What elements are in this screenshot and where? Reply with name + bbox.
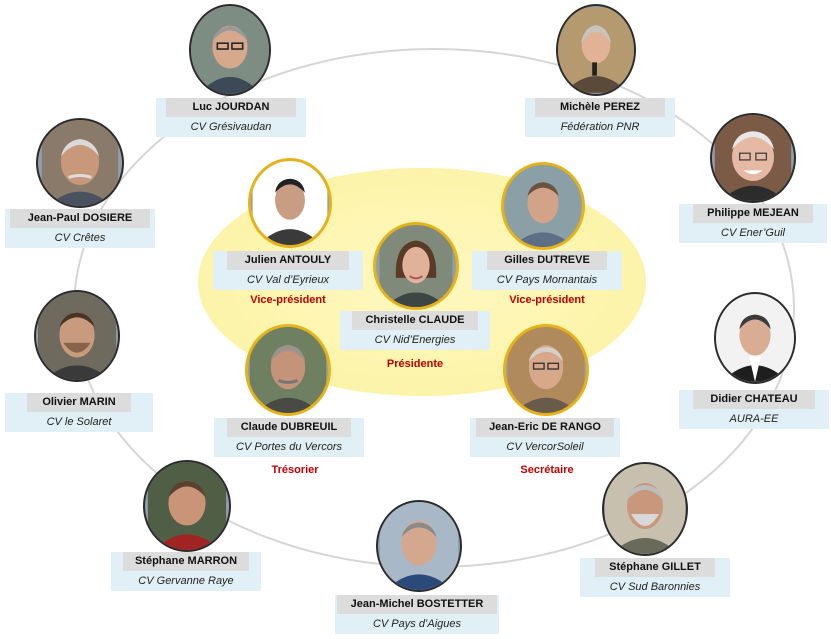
member-org: CV Crêtes (54, 232, 106, 244)
member-org: CV Portes du Vercors (236, 441, 342, 453)
philippe-mejean-photo (710, 113, 796, 203)
member-name: Didier CHATEAU (693, 390, 815, 409)
gilles-dutreve-card: Gilles DUTREVE CV Pays Mornantais (472, 251, 622, 290)
member-org: CV Sud Baronnies (609, 581, 701, 593)
olivier-marin-card: Olivier MARIN CV le Solaret (5, 393, 153, 432)
member-org: CV Grésivaudan (190, 121, 272, 133)
jean-paul-dosiere-photo (36, 118, 124, 208)
person-icon (379, 502, 459, 590)
person-icon (37, 292, 117, 380)
jean-michel-bostetter-photo (376, 500, 462, 592)
person-icon (379, 225, 453, 307)
didier-chateau-photo (714, 292, 796, 384)
luc-jourdan-card: Luc JOURDAN CV Grésivaudan (156, 98, 306, 137)
jean-michel-bostetter-card: Jean-Michel BOSTETTER CV Pays d’Aigues (335, 595, 499, 634)
person-icon (714, 115, 792, 201)
claude-dubreuil-photo (245, 324, 331, 416)
member-org: CV Nid’Energies (374, 334, 456, 346)
stephane-marron-photo (143, 460, 231, 552)
stephane-gillet-photo (602, 462, 688, 556)
member-org: Fédération PNR (560, 121, 640, 133)
gilles-dutreve-photo (501, 162, 585, 250)
jean-eric-de-rango-card: Jean-Eric DE RANGO CV VercorSoleil (470, 418, 620, 457)
christelle-claude-card: Christelle CLAUDE CV Nid’Energies (340, 311, 490, 350)
member-org: CV Ener’Guil (721, 227, 785, 239)
member-name: Olivier MARIN (27, 393, 131, 412)
member-org: CV le Solaret (46, 416, 112, 428)
member-name: Luc JOURDAN (166, 98, 296, 117)
member-org: CV Pays Mornantais (496, 274, 598, 286)
member-name: Stéphane MARRON (123, 552, 249, 571)
person-icon (716, 294, 794, 382)
role-tresorier: Trésorier (271, 464, 319, 476)
member-name: Christelle CLAUDE (352, 311, 478, 330)
luc-jourdan-photo (189, 4, 271, 96)
role-vice-president-right: Vice-président (509, 294, 585, 306)
olivier-marin-photo (34, 290, 120, 382)
member-org: CV Pays d’Aigues (372, 618, 462, 630)
member-org: CV Val d’Eyrieux (246, 274, 330, 286)
member-name: Gilles DUTREVE (487, 251, 607, 270)
member-name: Claude DUBREUIL (227, 418, 351, 437)
member-name: Michèle PEREZ (535, 98, 665, 117)
member-name: Jean-Paul DOSIERE (10, 209, 150, 228)
julien-antouly-card: Julien ANTOULY CV Val d’Eyrieux (213, 251, 363, 290)
role-vice-president-left: Vice-président (250, 294, 326, 306)
person-icon (507, 327, 585, 413)
jean-eric-de-rango-photo (503, 324, 589, 416)
member-name: Julien ANTOULY (227, 251, 349, 270)
jean-paul-dosiere-card: Jean-Paul DOSIERE CV Crêtes (5, 209, 155, 248)
person-icon (147, 462, 227, 550)
christelle-claude-photo (373, 222, 459, 310)
person-icon (506, 165, 580, 247)
member-name: Jean-Eric DE RANGO (476, 418, 614, 437)
person-icon (191, 6, 269, 94)
philippe-mejean-card: Philippe MEJEAN CV Ener’Guil (679, 204, 827, 243)
michele-perez-photo (556, 4, 636, 96)
member-name: Stéphane GILLET (595, 558, 715, 577)
stephane-marron-card: Stéphane MARRON CV Gervanne Raye (111, 552, 261, 591)
person-icon (252, 161, 328, 245)
member-org: CV VercorSoleil (506, 441, 584, 453)
michele-perez-card: Michèle PEREZ Fédération PNR (525, 98, 675, 137)
member-org: CV Gervanne Raye (138, 575, 234, 587)
person-icon (558, 7, 634, 93)
role-secretaire: Secrétaire (520, 464, 574, 476)
member-org: AURA-EE (729, 413, 779, 425)
claude-dubreuil-card: Claude DUBREUIL CV Portes du Vercors (214, 418, 364, 457)
person-icon (605, 464, 685, 554)
member-name: Philippe MEJEAN (693, 204, 813, 223)
role-presidente: Présidente (386, 358, 444, 370)
didier-chateau-card: Didier CHATEAU AURA-EE (679, 390, 829, 429)
stephane-gillet-card: Stéphane GILLET CV Sud Baronnies (580, 558, 730, 597)
person-icon (249, 327, 327, 413)
member-name: Jean-Michel BOSTETTER (337, 595, 497, 614)
person-icon (41, 120, 119, 206)
julien-antouly-photo (248, 158, 332, 248)
